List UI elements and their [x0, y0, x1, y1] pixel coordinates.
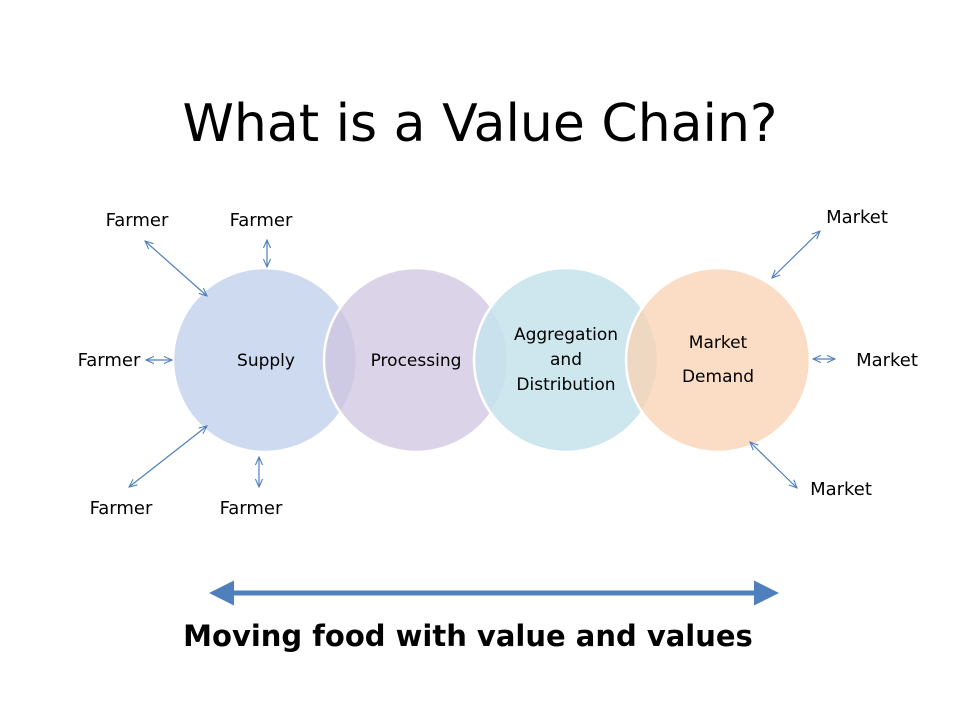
- market-top-right-label: Market: [826, 207, 888, 228]
- tagline: Moving food with value and values: [183, 619, 753, 653]
- farmer-top-label: Farmer: [230, 210, 293, 231]
- market-demand-label-line-1: Market: [689, 333, 748, 353]
- slide-title: What is a Value Chain?: [182, 94, 778, 154]
- farmer-bottom-left-label: Farmer: [90, 498, 153, 519]
- supply-label: Supply: [237, 351, 295, 371]
- aggregation-label-line-3: Distribution: [516, 375, 615, 395]
- market-bottom-right-connector: [750, 442, 797, 488]
- processing-label: Processing: [371, 351, 462, 371]
- market-right-label: Market: [856, 350, 918, 371]
- aggregation-label-line-1: Aggregation: [514, 325, 618, 345]
- aggregation-label-line-2: and: [550, 350, 582, 370]
- market-bottom-right-label: Market: [810, 479, 872, 500]
- market-demand-circle: [624, 266, 812, 454]
- market-top-right-connector: [772, 231, 820, 278]
- farmer-top-left-label: Farmer: [106, 210, 169, 231]
- market-demand-label-line-2: Demand: [682, 367, 754, 387]
- farmer-top-left-connector: [145, 241, 207, 296]
- farmer-bottom-left-connector: [129, 426, 207, 487]
- farmer-left-label: Farmer: [78, 350, 141, 371]
- farmer-bottom-label: Farmer: [220, 498, 283, 519]
